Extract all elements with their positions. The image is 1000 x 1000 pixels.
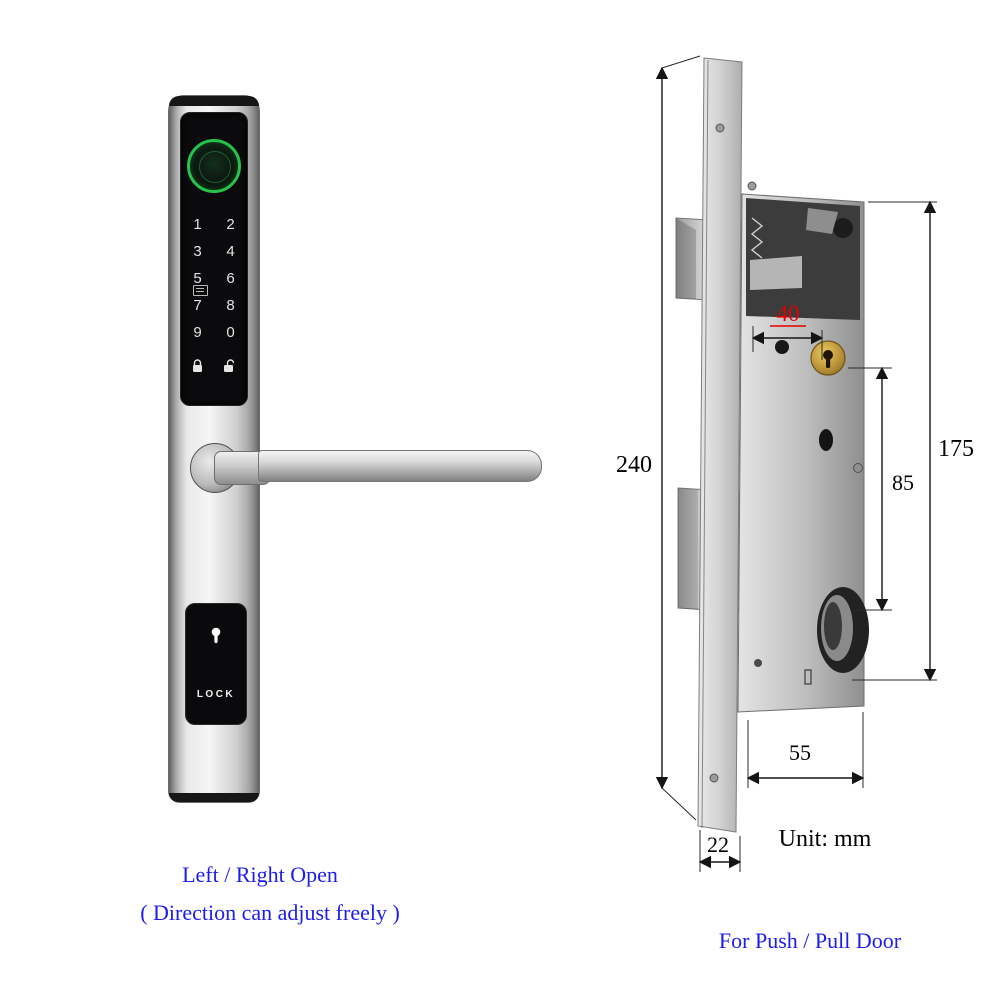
card-icon xyxy=(193,285,208,296)
lock-body: 1 2 3 4 5 6 7 8 9 0 xyxy=(168,95,260,803)
dimension-22-label: 22 xyxy=(707,832,729,857)
dimension-240-label: 240 xyxy=(616,452,652,478)
spindle-hole-core xyxy=(824,602,842,650)
latch-bolt-bevel xyxy=(676,218,696,299)
screw-hole xyxy=(754,659,762,667)
keyhole-icon xyxy=(209,626,223,651)
faceplate xyxy=(697,57,743,833)
handle-lever xyxy=(258,450,542,482)
oval-hole xyxy=(819,429,833,451)
keypad-digit: 3 xyxy=(193,243,202,260)
fixing-hole xyxy=(775,340,789,354)
latch-tail xyxy=(750,256,802,290)
keypad: 1 2 3 4 5 6 7 8 9 0 xyxy=(181,217,247,340)
right-caption: For Push / Pull Door xyxy=(718,928,902,953)
dimension-55: 55 xyxy=(746,712,865,788)
dimension-55-label: 55 xyxy=(789,740,811,765)
mechanism-plate xyxy=(806,208,838,234)
lock-closed-icon xyxy=(193,359,202,372)
keypad-panel: 1 2 3 4 5 6 7 8 9 0 xyxy=(180,112,248,406)
slot-hole xyxy=(804,669,812,685)
mortise-lock-diagram: 240 40 175 85 55 xyxy=(616,55,974,872)
lock-cover-label: LOCK xyxy=(196,689,236,700)
keypad-digit: 6 xyxy=(226,270,235,287)
screw-hole xyxy=(709,773,719,783)
lock-case xyxy=(737,193,865,713)
keypad-digit: 4 xyxy=(226,243,235,260)
dimension-240: 240 xyxy=(616,55,701,821)
keyhole xyxy=(823,350,833,360)
mortise-lock-body xyxy=(675,57,869,833)
key-cover-panel: LOCK xyxy=(185,603,247,725)
left-caption-line2: ( Direction can adjust freely ) xyxy=(140,900,400,925)
screw-hole xyxy=(747,181,757,191)
lock-bottom-cap xyxy=(169,793,259,802)
screw-hole xyxy=(715,123,725,133)
latch-spring xyxy=(750,217,764,259)
keypad-digit: 0 xyxy=(226,324,235,341)
keypad-digit: 2 xyxy=(226,216,235,233)
dimension-85: 85 xyxy=(848,366,914,612)
keypad-digit: 1 xyxy=(193,216,202,233)
lock-open-icon xyxy=(224,359,235,372)
dimension-175: 175 xyxy=(852,200,974,682)
dimension-85-label: 85 xyxy=(892,470,914,495)
keyhole-slot xyxy=(826,356,831,368)
dimension-40-label: 40 xyxy=(777,301,800,326)
dimension-175-label: 175 xyxy=(938,436,974,462)
dimension-22: 22 xyxy=(698,830,742,872)
lock-state-icons xyxy=(181,359,247,374)
lock-top-cap xyxy=(169,96,259,106)
hub-hole xyxy=(833,218,853,238)
left-caption-line1: Left / Right Open xyxy=(182,862,338,887)
screw-hole xyxy=(853,463,863,473)
fingerprint-sensor-icon xyxy=(187,139,241,193)
dimension-40: 40 xyxy=(751,301,824,360)
keypad-digit: 7 xyxy=(193,297,202,314)
keypad-digit: 9 xyxy=(193,324,202,341)
unit-label: Unit: mm xyxy=(779,826,872,852)
keypad-digit: 8 xyxy=(226,297,235,314)
deadbolt-edge xyxy=(678,488,698,610)
keypad-digit: 5 xyxy=(193,270,202,287)
